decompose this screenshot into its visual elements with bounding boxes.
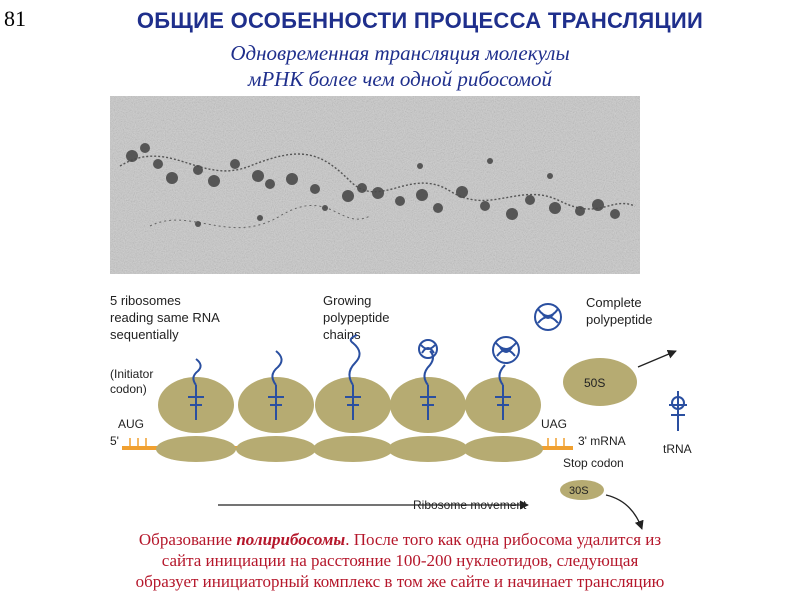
label-growing-3: chains bbox=[323, 327, 361, 342]
arrow-50s bbox=[637, 349, 677, 368]
label-aug: AUG bbox=[118, 417, 144, 431]
subtitle-line-2: мРНК более чем одной рибосомой bbox=[247, 67, 553, 91]
subunit-30s bbox=[560, 480, 604, 500]
label-ribosomes-2: reading same RNA bbox=[110, 310, 220, 325]
polyribosome-diagram: 5 ribosomes reading same RNA sequentiall… bbox=[110, 293, 692, 530]
caption-part-1: Образование bbox=[138, 530, 237, 549]
label-complete-1: Complete bbox=[586, 295, 642, 310]
slide-subtitle: Одновременная трансляция молекулы мРНК б… bbox=[100, 40, 700, 92]
label-50s: 50S bbox=[584, 376, 605, 390]
trna-in-ribosomes bbox=[188, 385, 511, 420]
subtitle-line-1: Одновременная трансляция молекулы bbox=[230, 41, 570, 65]
label-30s: 30S bbox=[569, 485, 589, 497]
label-5prime: 5' bbox=[110, 434, 119, 448]
slide-number: 81 bbox=[4, 6, 26, 31]
caption-line-3: образует инициаторный комплекс в том же … bbox=[135, 572, 665, 591]
caption-line-2: сайта инициации на расстояние 100-200 ну… bbox=[161, 551, 639, 570]
label-growing-1: Growing bbox=[323, 293, 371, 308]
label-ribosome-movement: Ribosome movement bbox=[413, 498, 527, 512]
label-uag: UAG bbox=[541, 417, 567, 431]
label-stop-codon: Stop codon bbox=[563, 456, 624, 470]
caption-part-2: . После того как одна рибосома удалится … bbox=[345, 530, 662, 549]
mrna-codon-ticks bbox=[129, 438, 565, 448]
label-ribosomes-3: sequentially bbox=[110, 327, 179, 342]
free-trna bbox=[669, 391, 687, 431]
label-complete-2: polypeptide bbox=[586, 312, 653, 327]
complete-polypeptide bbox=[534, 303, 562, 331]
arrow-30s bbox=[605, 494, 644, 530]
label-initiator-2: codon) bbox=[110, 382, 147, 396]
polypeptide-chains bbox=[192, 334, 520, 386]
subunit-50s bbox=[563, 358, 637, 406]
slide-title: ОБЩИЕ ОСОБЕННОСТИ ПРОЦЕССА ТРАНСЛЯЦИИ bbox=[136, 8, 704, 33]
label-ribosomes-1: 5 ribosomes bbox=[110, 293, 181, 308]
caption-line-1: Образование полирибосомы. После того как… bbox=[40, 529, 760, 550]
caption-bold-term: полирибосомы bbox=[236, 530, 346, 549]
caption: Образование полирибосомы. После того как… bbox=[40, 529, 760, 592]
label-initiator-1: (Initiator bbox=[110, 367, 153, 381]
label-trna: tRNA bbox=[663, 442, 692, 456]
label-growing-2: polypeptide bbox=[323, 310, 390, 325]
polysome-micrograph bbox=[110, 96, 640, 274]
label-3prime-mrna: 3' mRNA bbox=[578, 434, 626, 448]
